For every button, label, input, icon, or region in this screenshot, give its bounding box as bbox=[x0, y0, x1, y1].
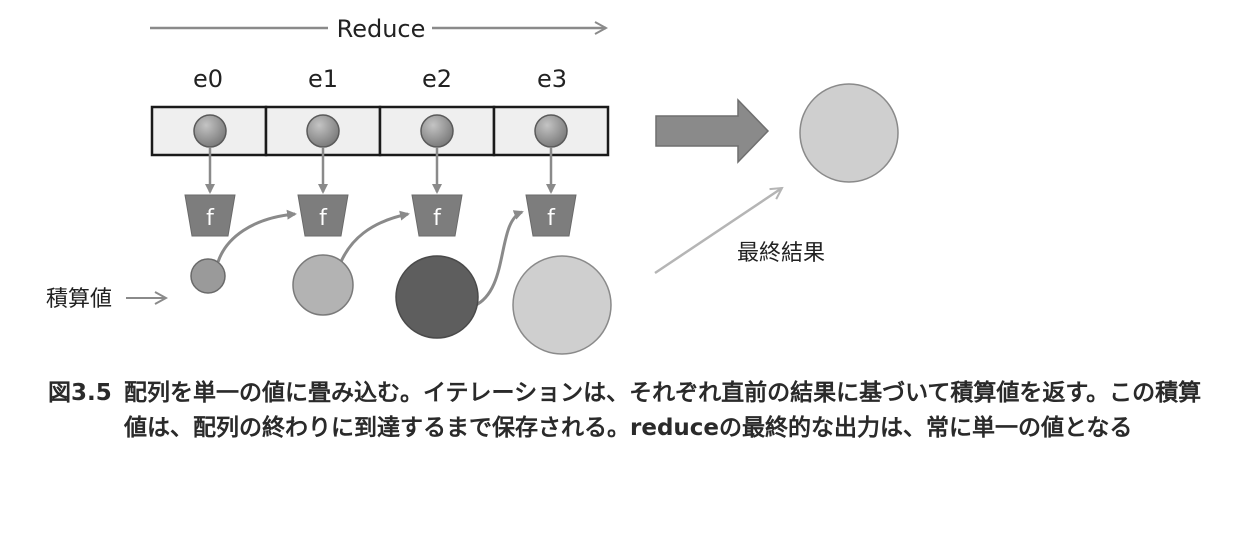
figure-caption-text: 配列を単一の値に畳み込む。イテレーションは、それぞれ直前の結果に基づいて積算値を… bbox=[124, 380, 1202, 441]
accumulator-arrow-1 bbox=[338, 210, 410, 265]
element-label-e3: e3 bbox=[537, 65, 567, 93]
element-ball-e2 bbox=[420, 114, 454, 148]
element-ball-e1 bbox=[306, 114, 340, 148]
accumulator-value-1 bbox=[292, 254, 354, 316]
final-result-label: 最終結果 bbox=[737, 241, 825, 266]
accumulator-label-group: 積算値 bbox=[46, 287, 166, 312]
accumulator-value-2 bbox=[395, 255, 479, 339]
result-big-arrow bbox=[655, 98, 770, 164]
reduce-label: Reduce bbox=[337, 15, 426, 43]
function-f-3: f bbox=[525, 194, 577, 237]
accumulator-value-3 bbox=[512, 255, 612, 355]
reduce-diagram: Reduce e0 e1 e2 e3 f f f f bbox=[46, 15, 899, 355]
accumulator-arrow-0 bbox=[216, 209, 297, 263]
function-f-2: f bbox=[411, 194, 463, 237]
element-ball-e0 bbox=[193, 114, 227, 148]
final-result-circle bbox=[799, 83, 899, 183]
function-f-0: f bbox=[184, 194, 236, 237]
function-label: f bbox=[319, 206, 328, 231]
figure-caption: 図3.5 配列を単一の値に畳み込む。イテレーションは、それぞれ直前の結果に基づい… bbox=[48, 376, 1208, 446]
element-label-e1: e1 bbox=[308, 65, 338, 93]
element-label-e2: e2 bbox=[422, 65, 452, 93]
accumulator-value-0 bbox=[190, 258, 226, 294]
function-f-1: f bbox=[297, 194, 349, 237]
function-label: f bbox=[547, 206, 556, 231]
figure-number: 図3.5 bbox=[48, 380, 112, 406]
accumulator-arrow-2 bbox=[473, 210, 524, 308]
function-label: f bbox=[206, 206, 215, 231]
function-label: f bbox=[433, 206, 442, 231]
element-ball-e3 bbox=[534, 114, 568, 148]
accumulator-label: 積算値 bbox=[46, 287, 112, 312]
element-label-e0: e0 bbox=[193, 65, 223, 93]
final-result-pointer-arrow bbox=[654, 188, 782, 275]
reduce-direction-arrow: Reduce bbox=[150, 15, 606, 43]
